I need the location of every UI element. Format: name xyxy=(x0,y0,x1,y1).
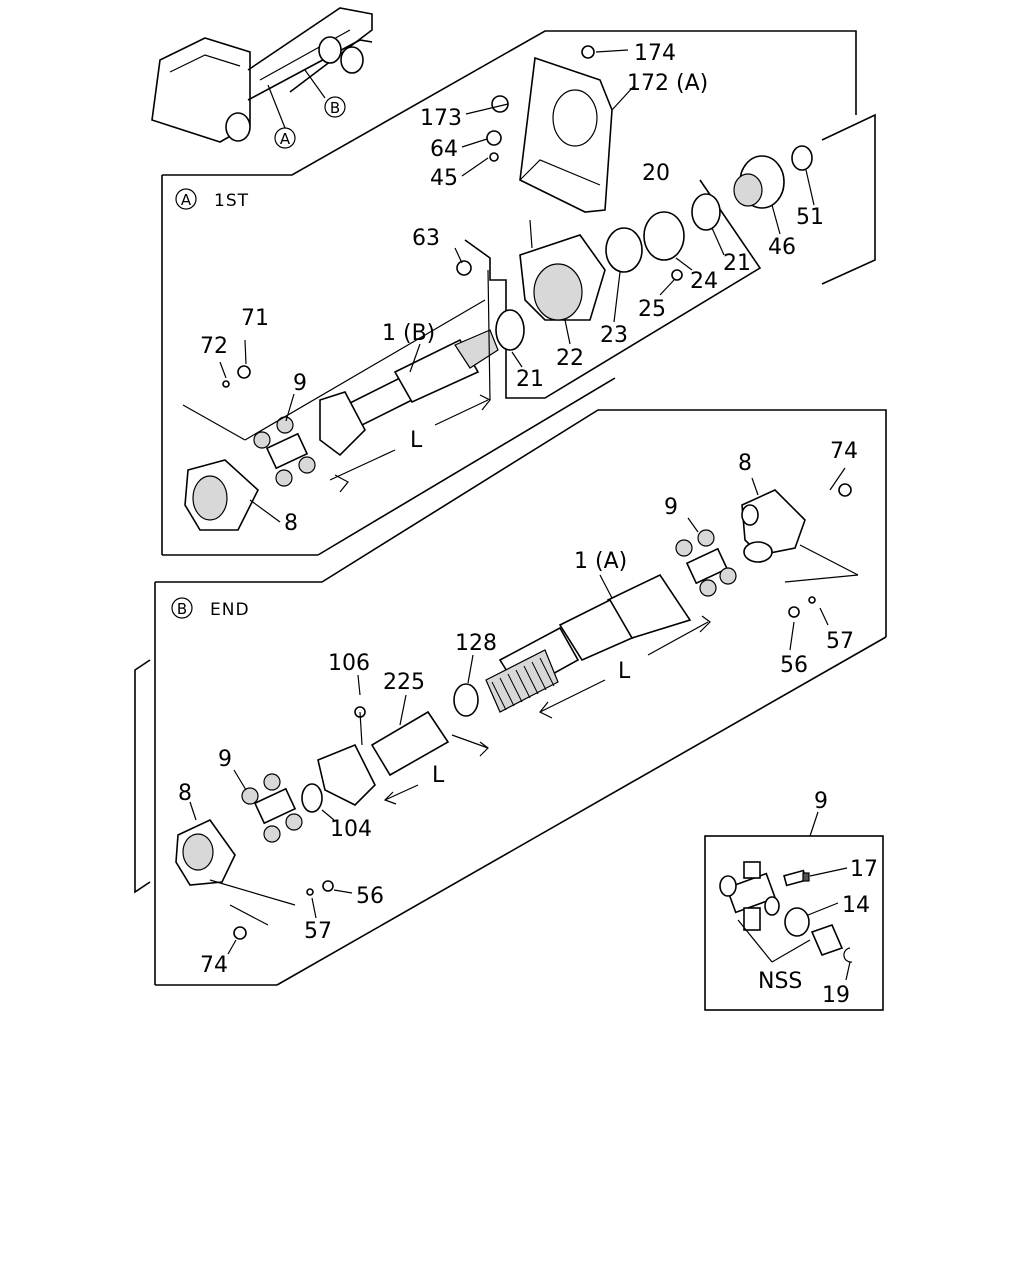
label-128: 128 xyxy=(455,631,497,656)
label-173: 173 xyxy=(420,106,462,131)
detail-label-14: 14 xyxy=(842,893,870,918)
label-56-right: 56 xyxy=(780,653,808,678)
label-22: 22 xyxy=(556,346,584,371)
label-45: 45 xyxy=(430,166,458,191)
shaft-1a xyxy=(485,573,692,713)
label-56-left: 56 xyxy=(356,884,384,909)
label-57-right: 57 xyxy=(826,629,854,654)
label-57-left: 57 xyxy=(304,919,332,944)
label-20: 20 xyxy=(642,161,670,186)
label-71: 71 xyxy=(241,306,269,331)
label-21-right: 21 xyxy=(723,251,751,276)
label-104: 104 xyxy=(330,817,372,842)
label-74-right: 74 xyxy=(830,439,858,464)
label-24: 24 xyxy=(690,269,718,294)
label-174: 174 xyxy=(634,41,676,66)
label-8-end-left: 8 xyxy=(178,781,192,806)
panel-first-header: A 1ST xyxy=(175,188,249,211)
svg-text:A: A xyxy=(280,130,291,148)
label-25: 25 xyxy=(638,297,666,322)
panel-end-header: B END xyxy=(171,597,250,620)
detail-label-nss: NSS xyxy=(758,969,802,994)
label-106: 106 xyxy=(328,651,370,676)
label-46: 46 xyxy=(768,235,796,260)
label-225: 225 xyxy=(383,670,425,695)
label-72: 72 xyxy=(200,334,228,359)
u-joint-first xyxy=(253,416,316,487)
u-joint-detail-box: 9 17 14 NSS 19 xyxy=(704,789,884,1011)
label-l-end-long: L xyxy=(618,659,631,684)
u-joint-spider xyxy=(719,861,780,931)
label-l-first: L xyxy=(410,428,423,453)
u-joint-end-right xyxy=(675,529,737,597)
panel-first-shaft: A 1ST xyxy=(161,30,876,556)
label-1a: 1 (A) xyxy=(574,549,627,574)
label-21-left: 21 xyxy=(516,367,544,392)
label-23: 23 xyxy=(600,323,628,348)
label-8-first: 8 xyxy=(284,511,298,536)
truck-illustration: A B xyxy=(151,7,373,149)
truck-marker-b: B xyxy=(324,96,346,118)
truck-marker-a: A xyxy=(274,127,296,149)
label-74-left: 74 xyxy=(200,953,228,978)
label-63: 63 xyxy=(412,226,440,251)
label-1b: 1 (B) xyxy=(382,321,435,346)
label-l-end-short: L xyxy=(432,763,445,788)
label-64: 64 xyxy=(430,137,458,162)
detail-label-19: 19 xyxy=(822,983,850,1008)
bearing-housing xyxy=(519,234,606,321)
flange-yoke-end-left xyxy=(175,818,236,886)
slip-yoke-225 xyxy=(317,710,450,806)
label-9-end-right: 9 xyxy=(664,495,678,520)
panel-end-marker: B xyxy=(177,600,187,618)
label-9-first: 9 xyxy=(293,371,307,396)
detail-label-9: 9 xyxy=(814,789,828,814)
svg-text:B: B xyxy=(330,99,340,117)
u-joint-end-left xyxy=(241,773,303,843)
flange-yoke-first xyxy=(184,459,259,531)
detail-label-17: 17 xyxy=(850,857,878,882)
grease-fitting xyxy=(783,869,810,887)
panel-end-shaft: B END xyxy=(134,409,887,986)
spline-lines-1a xyxy=(491,657,555,711)
shaft-1b xyxy=(319,329,499,457)
label-9-end-left: 9 xyxy=(218,747,232,772)
panel-first-title: 1ST xyxy=(214,191,249,211)
label-8-end-right: 8 xyxy=(738,451,752,476)
panel-first-marker: A xyxy=(181,191,192,209)
flange-yoke-end-right xyxy=(741,489,806,563)
center-bearing-bracket xyxy=(519,56,613,213)
label-172a: 172 (A) xyxy=(627,71,708,96)
label-51: 51 xyxy=(796,205,824,230)
panel-end-title: END xyxy=(210,600,250,620)
